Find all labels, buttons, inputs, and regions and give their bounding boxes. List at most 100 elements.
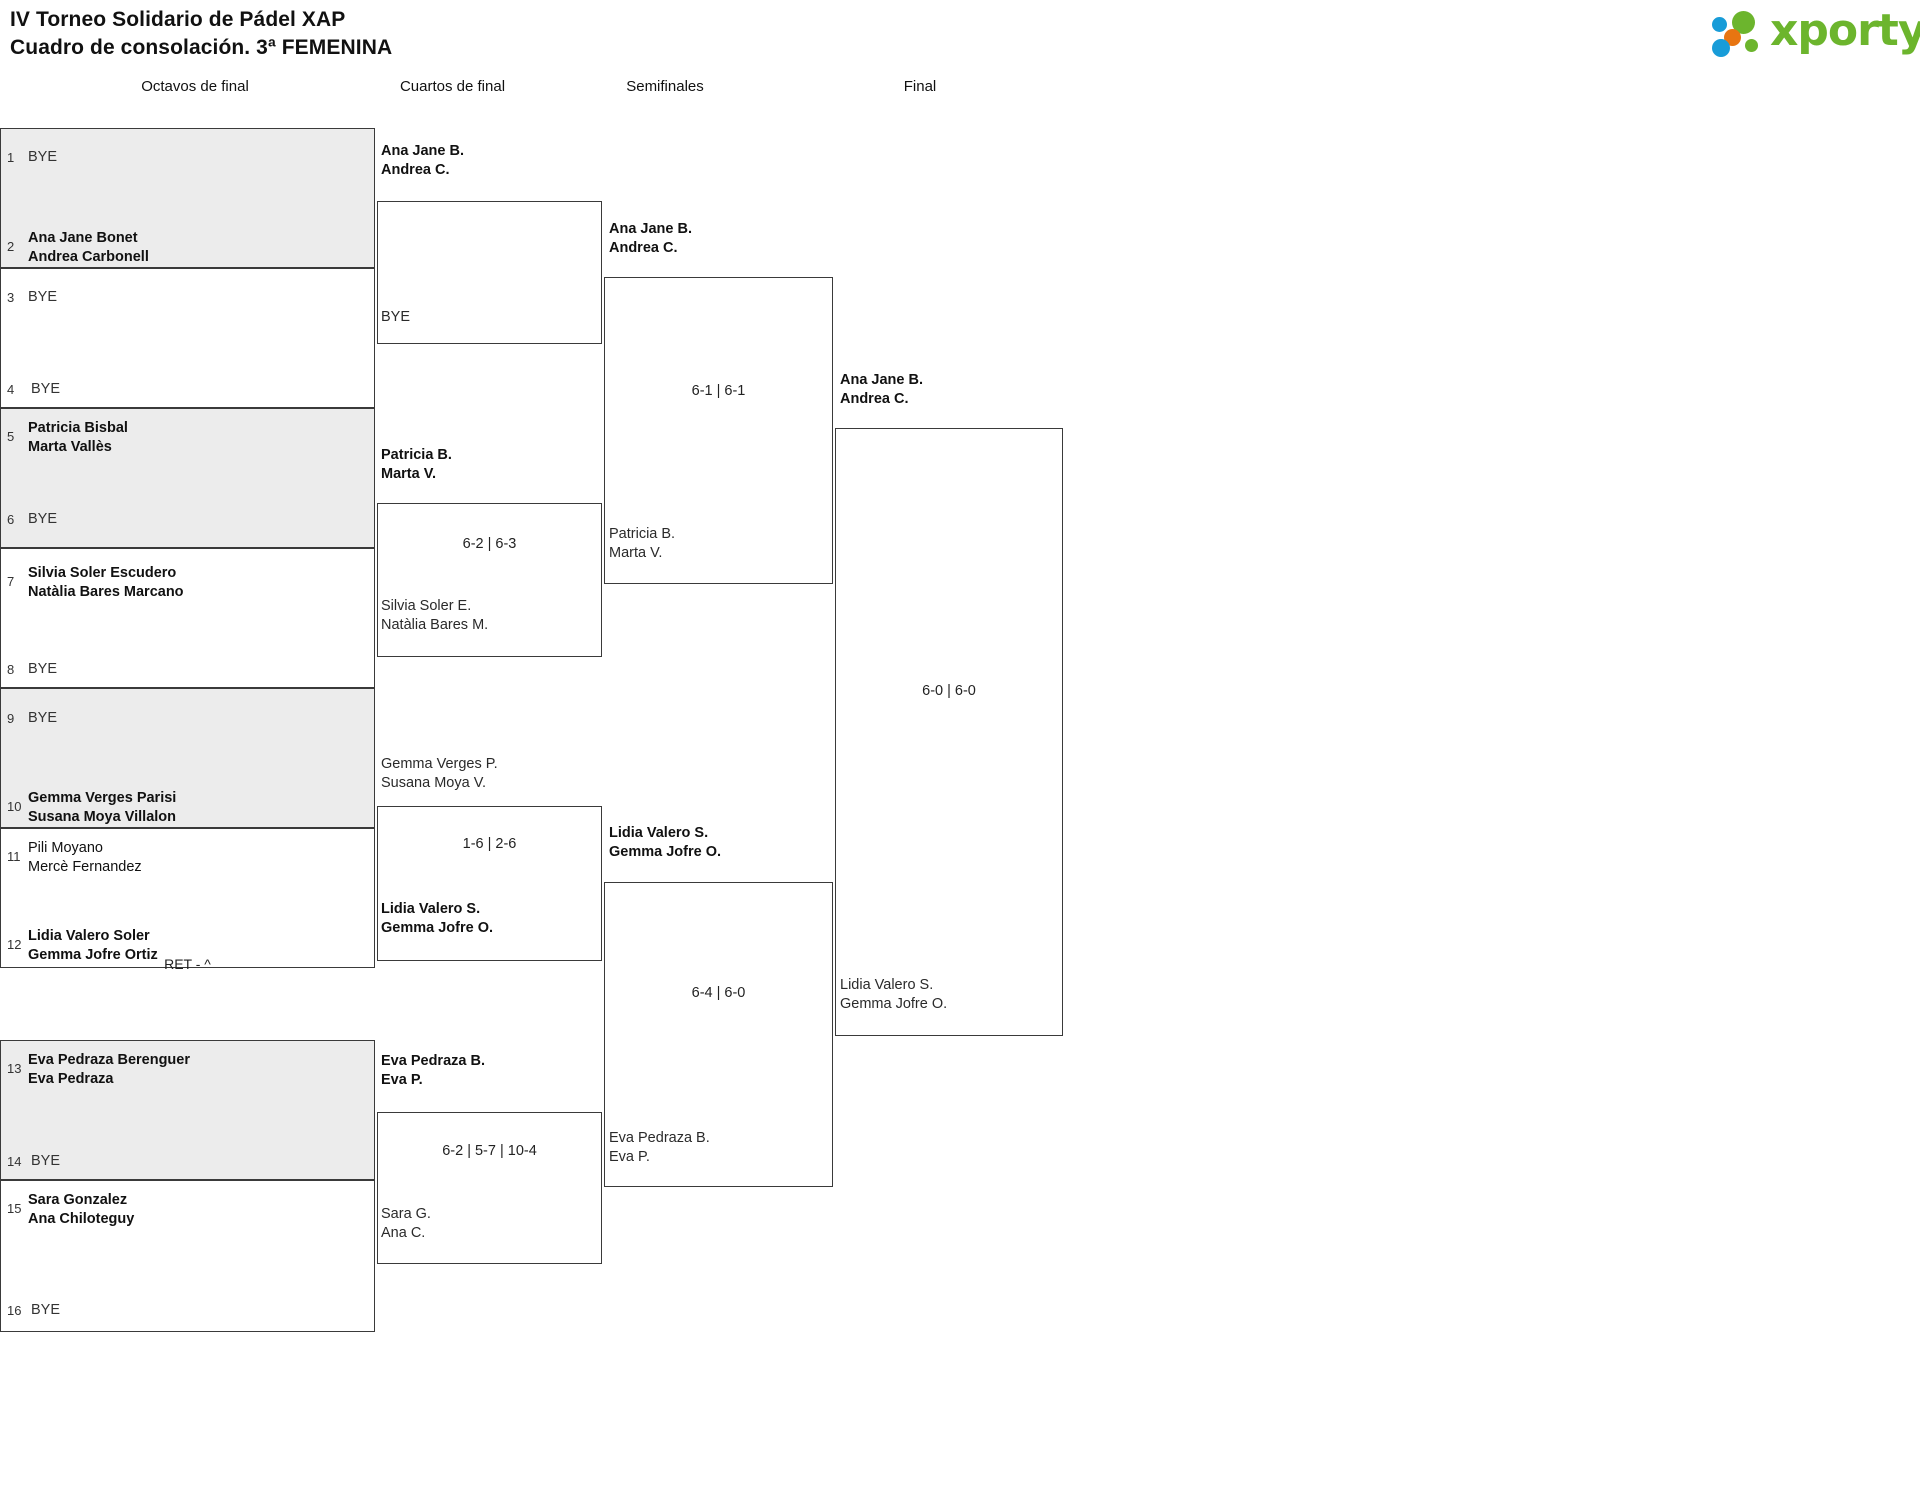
- slot-team: Patricia Bisbal Marta Vallès: [28, 419, 368, 457]
- r3-match-2-top: Lidia Valero S. Gemma Jofre O.: [609, 824, 721, 862]
- player-name-1: Pili Moyano: [28, 840, 103, 856]
- player-name-2: Susana Moya Villalon: [28, 809, 177, 825]
- slot-team: Lidia Valero Soler Gemma Jofre Ortiz: [28, 927, 368, 965]
- r1-pair-1[interactable]: 1 BYE 2 Ana Jane Bonet Andrea Carbonell: [0, 128, 375, 268]
- r3-match-2-score: 6-4 | 6-0: [691, 985, 746, 1001]
- player-name-1: Gemma Verges P.: [381, 756, 498, 772]
- r2-match-3-box[interactable]: [377, 806, 602, 961]
- seed-number: 1: [7, 150, 15, 165]
- slot-team: Pili Moyano Mercè Fernandez: [28, 839, 368, 877]
- seed-number: 14: [7, 1154, 22, 1169]
- player-name-1: Sara G.: [381, 1206, 431, 1222]
- r4-final-score: 6-0 | 6-0: [922, 683, 976, 699]
- r3-match-1-box[interactable]: [604, 277, 833, 584]
- seed-number: 3: [7, 290, 15, 305]
- player-name-2: Susana Moya V.: [381, 775, 487, 791]
- seed-number: 6: [7, 512, 15, 527]
- r2-match-3-score: 1-6 | 2-6: [462, 836, 517, 852]
- slot-bye: BYE: [31, 1153, 61, 1169]
- player-name-2: Andrea C.: [840, 391, 909, 407]
- seed-number: 13: [7, 1061, 22, 1076]
- r3-match-1-score: 6-1 | 6-1: [691, 383, 746, 399]
- player-name-1: Lidia Valero S.: [840, 977, 934, 993]
- player-name-2: Mercè Fernandez: [28, 859, 142, 875]
- slot-bye: BYE: [28, 661, 58, 677]
- player-name-2: Gemma Jofre O.: [609, 844, 722, 860]
- r1-pair-3[interactable]: 5 Patricia Bisbal Marta Vallès 6 BYE: [0, 408, 375, 548]
- r2-match-2-score: 6-2 | 6-3: [462, 536, 517, 552]
- r3-match-1-top: Ana Jane B. Andrea C.: [609, 220, 692, 258]
- r2-match-2-box[interactable]: [377, 503, 602, 657]
- round-header-octavos: Octavos de final: [141, 78, 249, 95]
- player-name-2: Gemma Jofre O.: [840, 996, 948, 1012]
- player-name-2: Gemma Jofre O.: [381, 920, 494, 936]
- player-name-1: Silvia Soler E.: [381, 598, 472, 614]
- slot-bye: BYE: [28, 511, 58, 527]
- seed-number: 2: [7, 239, 15, 254]
- r1-pair-7[interactable]: 13 Eva Pedraza Berenguer Eva Pedraza 14 …: [0, 1040, 375, 1180]
- r1-pair-5[interactable]: 9 BYE 10 Gemma Verges Parisi Susana Moya…: [0, 688, 375, 828]
- player-name-2: Andrea C.: [609, 240, 678, 256]
- r3-match-2-bottom: Eva Pedraza B. Eva P.: [609, 1129, 710, 1167]
- seed-number: 9: [7, 711, 15, 726]
- slot-team: Ana Jane Bonet Andrea Carbonell: [28, 229, 368, 267]
- seed-number: 16: [7, 1303, 22, 1318]
- player-name-1: Eva Pedraza B.: [381, 1053, 485, 1069]
- player-name-2: Andrea C.: [381, 162, 450, 178]
- player-name-1: Eva Pedraza Berenguer: [28, 1052, 190, 1068]
- round-header-cuartos: Cuartos de final: [399, 78, 506, 95]
- r4-final-top: Ana Jane B. Andrea C.: [840, 371, 923, 409]
- player-name-2: Natàlia Bares M.: [381, 617, 489, 633]
- player-name-1: Eva Pedraza B.: [609, 1130, 710, 1146]
- player-name-1: Patricia B.: [609, 526, 676, 542]
- r1-match-score: RET - ^: [164, 956, 211, 972]
- player-name-1: Ana Jane B.: [381, 143, 464, 159]
- slot-team: Eva Pedraza Berenguer Eva Pedraza: [28, 1051, 368, 1089]
- r2-match-4-box[interactable]: [377, 1112, 602, 1264]
- r2-match-1-top: Ana Jane B. Andrea C.: [381, 142, 464, 180]
- player-name-1: Patricia Bisbal: [28, 420, 128, 436]
- player-name-2: Ana C.: [381, 1225, 426, 1241]
- player-name-1: Ana Jane B.: [609, 221, 692, 237]
- player-name-2: Marta V.: [609, 545, 663, 561]
- slot-team: Silvia Soler Escudero Natàlia Bares Marc…: [28, 564, 368, 602]
- slot-bye: BYE: [28, 149, 58, 165]
- r1-pair-2[interactable]: 3 BYE 4 BYE: [0, 268, 375, 408]
- r2-match-3-bottom: Lidia Valero S. Gemma Jofre O.: [381, 900, 493, 938]
- seed-number: 11: [7, 849, 21, 864]
- player-name-1: Patricia B.: [381, 447, 452, 463]
- round-header-semifinales: Semifinales: [626, 78, 704, 95]
- player-name-1: Lidia Valero Soler: [28, 928, 150, 944]
- slot-bye: BYE: [31, 1302, 61, 1318]
- slot-team: Sara Gonzalez Ana Chiloteguy: [28, 1191, 368, 1229]
- xporty-logo: xporty: [1712, 5, 1920, 59]
- seed-number: 7: [7, 574, 15, 589]
- player-name-2: Marta V.: [381, 466, 437, 482]
- r2-match-4-bottom: Sara G. Ana C.: [381, 1205, 431, 1243]
- player-name-2: Andrea Carbonell: [28, 249, 149, 265]
- seed-number: 5: [7, 429, 15, 444]
- r3-match-2-box[interactable]: [604, 882, 833, 1187]
- player-name-1: BYE: [381, 309, 411, 325]
- seed-number: 4: [7, 382, 15, 397]
- seed-number: 15: [7, 1201, 22, 1216]
- page-header: IV Torneo Solidario de Pádel XAP Cuadro …: [0, 0, 1920, 72]
- r4-final-box[interactable]: [835, 428, 1063, 1036]
- player-name-1: Ana Jane Bonet: [28, 230, 138, 246]
- r2-match-4-top: Eva Pedraza B. Eva P.: [381, 1052, 485, 1090]
- player-name-1: Silvia Soler Escudero: [28, 565, 177, 581]
- r2-match-1-bottom: BYE: [381, 308, 410, 327]
- r2-match-2-top: Patricia B. Marta V.: [381, 446, 452, 484]
- r3-match-1-bottom: Patricia B. Marta V.: [609, 525, 675, 563]
- r2-match-1-box[interactable]: [377, 201, 602, 344]
- r1-pair-8[interactable]: 15 Sara Gonzalez Ana Chiloteguy 16 BYE: [0, 1180, 375, 1332]
- logo-dots-icon: [1712, 11, 1774, 57]
- r1-pair-4[interactable]: 7 Silvia Soler Escudero Natàlia Bares Ma…: [0, 548, 375, 688]
- player-name-1: Lidia Valero S.: [609, 825, 709, 841]
- player-name-1: Lidia Valero S.: [381, 901, 481, 917]
- r1-pair-6[interactable]: 11 Pili Moyano Mercè Fernandez 12 Lidia …: [0, 828, 375, 968]
- round-header-final: Final: [903, 78, 937, 95]
- slot-team: Gemma Verges Parisi Susana Moya Villalon: [28, 789, 368, 827]
- player-name-2: Marta Vallès: [28, 439, 112, 455]
